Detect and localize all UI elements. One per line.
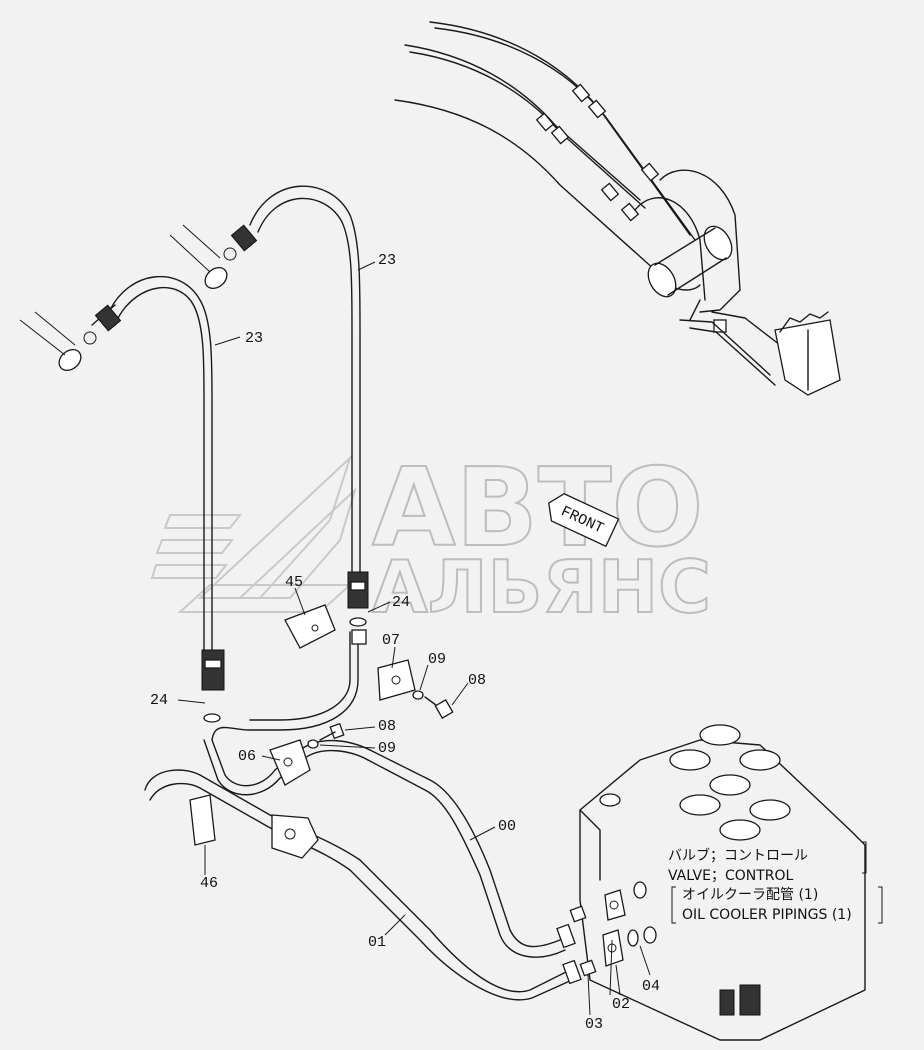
callout-24-left: 24 xyxy=(150,692,168,709)
callout-24-right: 24 xyxy=(392,594,410,611)
callout-03: 03 xyxy=(585,1016,603,1033)
bolt-03-lower xyxy=(579,959,597,977)
block-46 xyxy=(189,794,216,846)
callout-45: 45 xyxy=(285,574,303,591)
o-ring-24-right xyxy=(349,617,367,627)
callout-02: 02 xyxy=(612,996,630,1013)
watermark-logo: АВТО АЛЬЯНС xyxy=(150,445,712,630)
note-line-jp-1: バルブ；コントロール xyxy=(668,847,808,864)
callout-09-upper: 09 xyxy=(428,651,446,668)
callout-09-lower: 09 xyxy=(378,740,396,757)
o-ring-24-left xyxy=(203,713,221,723)
bolt-03-upper xyxy=(569,905,587,923)
note-line-en-2: OIL COOLER PIPINGS (1) xyxy=(682,907,852,923)
watermark-line1: АВТО xyxy=(372,446,703,571)
washer-09-upper xyxy=(412,690,424,700)
hose-23-right xyxy=(169,185,369,609)
callout-07: 07 xyxy=(382,632,400,649)
flange-02-upper xyxy=(604,889,626,921)
callout-08-upper: 08 xyxy=(468,672,486,689)
callout-00: 00 xyxy=(498,818,516,835)
callout-23-right: 23 xyxy=(378,252,396,269)
boom-assembly xyxy=(394,21,841,396)
leader-lines xyxy=(177,261,651,1016)
callout-04: 04 xyxy=(642,978,660,995)
bolt-08-lower xyxy=(307,722,345,749)
callout-06: 06 xyxy=(238,748,256,765)
watermark-line2: АЛЬЯНС xyxy=(372,545,711,629)
callout-46: 46 xyxy=(200,875,218,892)
callout-01: 01 xyxy=(368,934,386,951)
assembly-note: バルブ；コントロール VALVE；CONTROL オイルクーラ配管 (1) OI… xyxy=(668,841,883,924)
callout-23-left: 23 xyxy=(245,330,263,347)
pipe-01 xyxy=(144,769,582,1001)
flange-02-lower xyxy=(602,929,624,967)
o-ring-04 xyxy=(627,929,639,947)
watermark-emblem xyxy=(150,454,358,613)
control-valve xyxy=(579,724,866,1041)
hose-23-left xyxy=(19,276,225,691)
note-line-jp-2: オイルクーラ配管 (1) xyxy=(682,887,818,903)
callout-08-lower: 08 xyxy=(378,718,396,735)
pipe-00 xyxy=(203,629,576,958)
clamp-06 xyxy=(269,739,311,786)
bracket-45 xyxy=(284,604,336,649)
clamp-07 xyxy=(377,659,416,701)
note-line-en-1: VALVE；CONTROL xyxy=(668,868,794,884)
bolt-08-upper xyxy=(424,696,454,719)
